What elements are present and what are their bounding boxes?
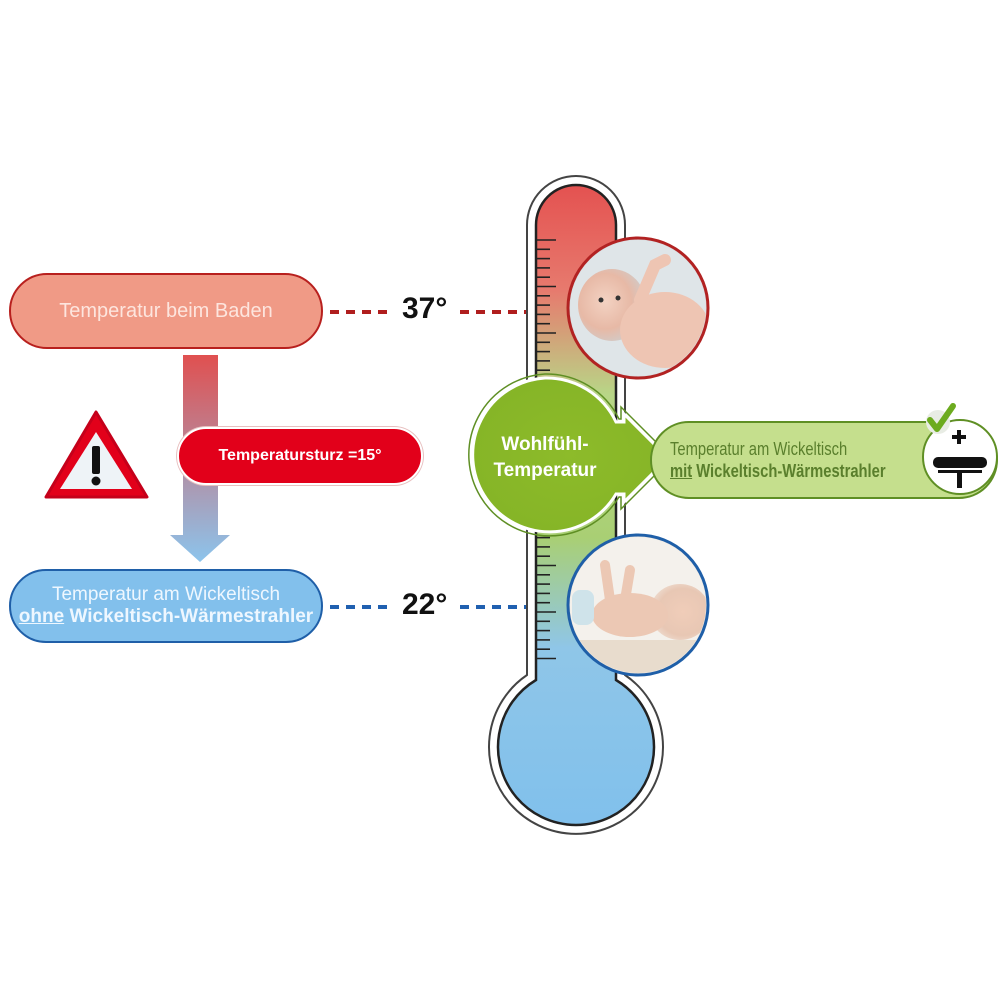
- heater-plus-icon: [922, 403, 998, 495]
- temperature-drop-label: Temperatursturz =15°: [218, 447, 382, 464]
- bath-dotted-line-right: [460, 310, 526, 314]
- bath-temperature-value: 37°: [402, 292, 448, 325]
- cold-rest: Wickeltisch-Wärmestrahler: [69, 606, 314, 627]
- comfort-temperature-label: Wohlfühl- Temperatur: [470, 383, 620, 533]
- checkmark-icon: [926, 403, 956, 434]
- cold-dotted-line: [330, 605, 392, 609]
- bathing-baby-photo: [566, 236, 710, 380]
- comfort-line2: Temperatur: [493, 460, 597, 481]
- warm-line1: Temperatur am Wickeltisch: [670, 439, 848, 459]
- cold-temperature-value: 22°: [402, 588, 448, 621]
- cold-dotted-line-right: [460, 605, 526, 609]
- comfort-line1: Wohlfühl-: [501, 434, 589, 455]
- bath-temperature-box: Temperatur beim Baden: [9, 273, 323, 349]
- temperature-drop-box: Temperatursturz =15°: [177, 427, 423, 485]
- warm-emphasis: mit: [670, 461, 693, 481]
- cold-line1: Temperatur am Wickeltisch: [51, 584, 281, 605]
- changing-table-without-heater-box: Temperatur am Wickeltisch ohne Wickeltis…: [9, 569, 323, 643]
- warning-triangle-icon: [44, 410, 149, 499]
- bath-temperature-label: Temperatur beim Baden: [59, 299, 273, 322]
- baby-on-changing-table-photo: [566, 533, 710, 677]
- warm-rest: Wickeltisch-Wärmestrahler: [696, 461, 886, 481]
- comfort-arrow-shape: [468, 373, 674, 537]
- bath-dotted-line: [330, 310, 392, 314]
- cold-emphasis: ohne: [18, 606, 65, 627]
